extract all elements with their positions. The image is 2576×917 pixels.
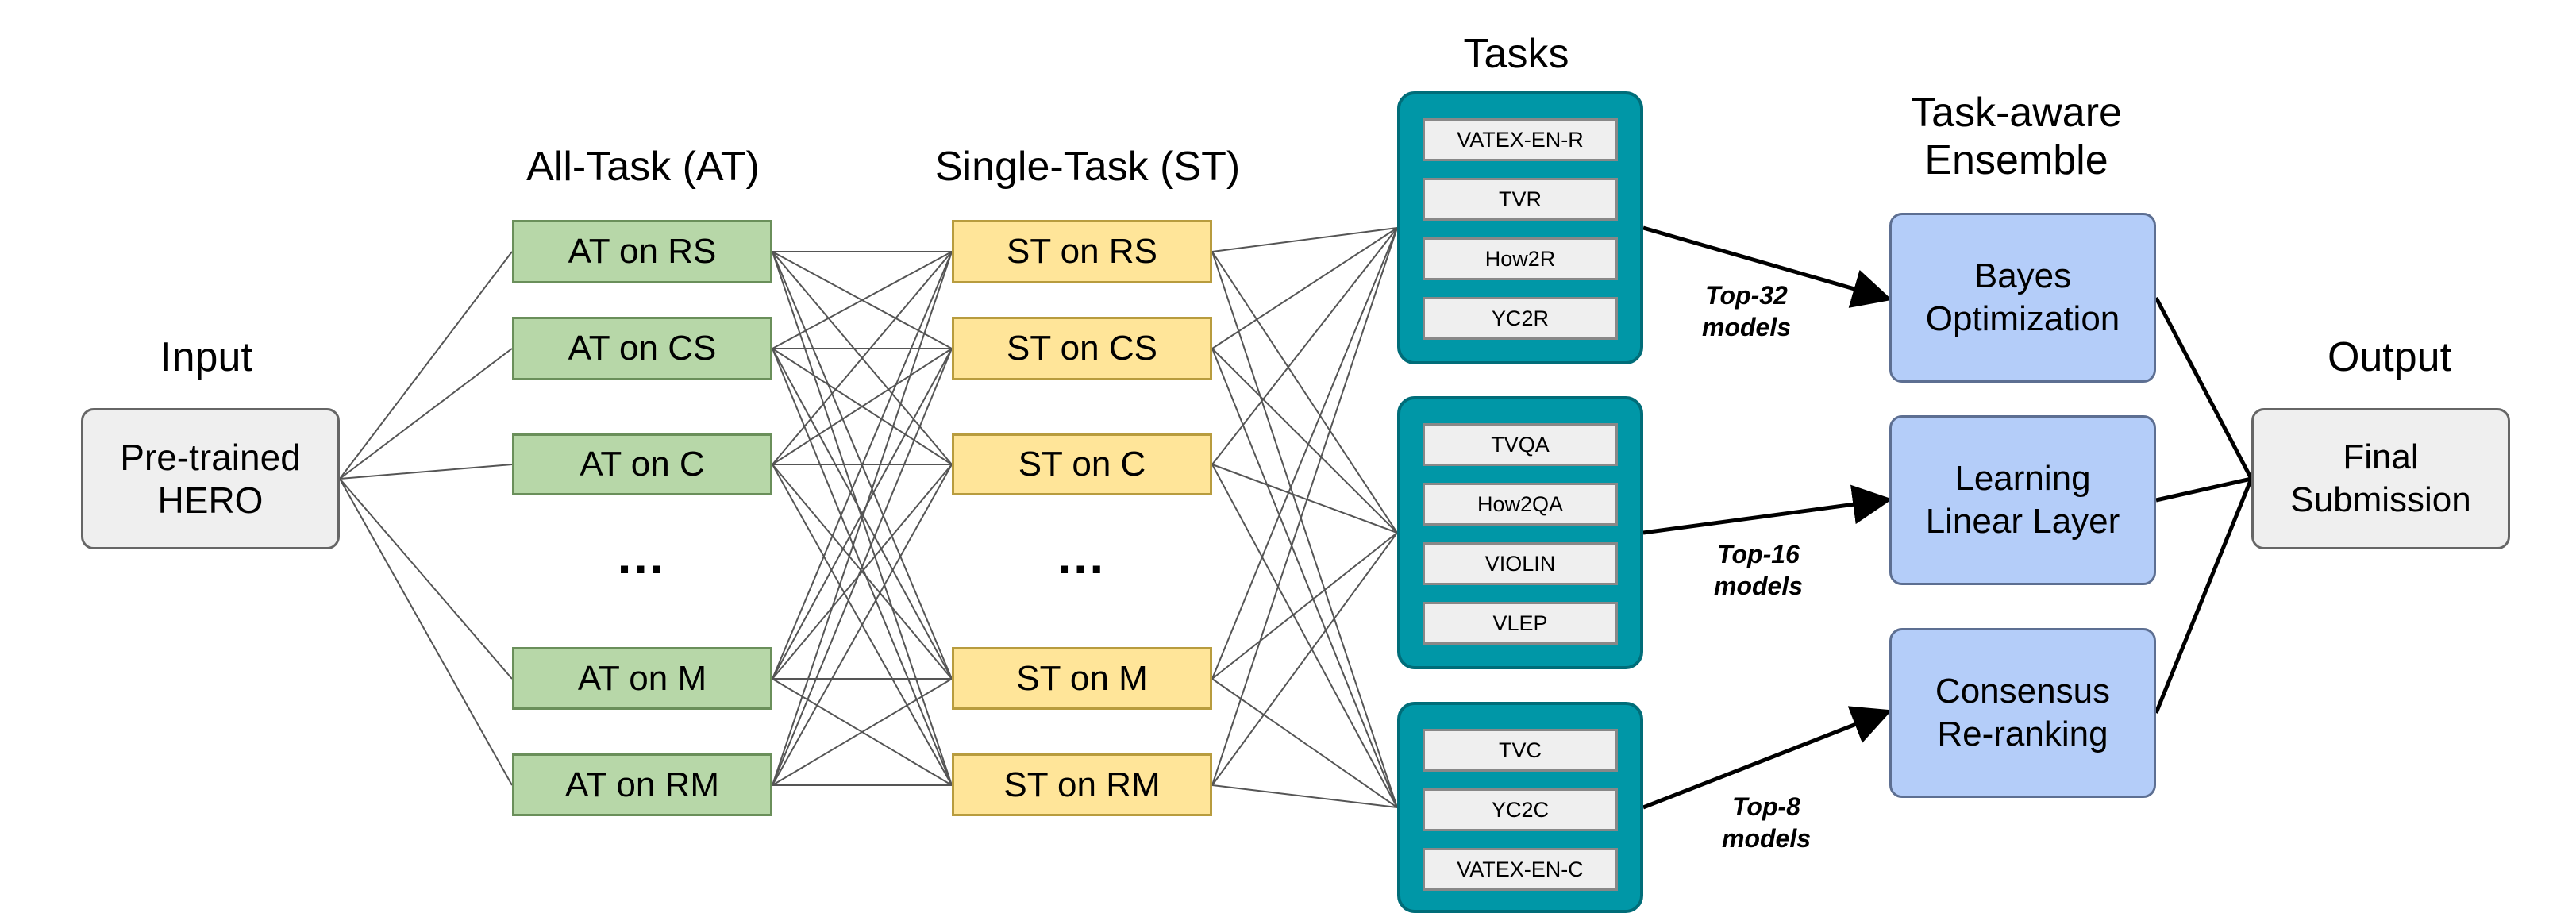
output-heading: Output xyxy=(2327,334,2452,380)
connector-at-to-st xyxy=(772,348,953,786)
ensemble-heading: Task-aware Ensemble xyxy=(1911,90,2122,183)
connector-st-to-task xyxy=(1211,251,1398,534)
connector-st-to-task xyxy=(1211,532,1398,680)
connector-st-to-task xyxy=(1211,464,1398,808)
task-item: TVR xyxy=(1423,178,1618,221)
task-item: VATEX-EN-R xyxy=(1423,118,1618,161)
input-heading: Input xyxy=(160,334,252,380)
task-item: TVQA xyxy=(1423,423,1618,466)
task-item: VATEX-EN-C xyxy=(1423,848,1618,891)
task-item: How2QA xyxy=(1423,483,1618,526)
model-connections xyxy=(339,227,1398,808)
st-node-c: ST on C xyxy=(952,433,1212,495)
connector-at-to-st xyxy=(772,464,953,680)
connector-input-to-at xyxy=(339,251,513,480)
st-node-rs: ST on RS xyxy=(952,220,1212,283)
connector-at-to-st xyxy=(772,251,953,349)
top-16-label: Top-16 models xyxy=(1713,540,1804,600)
all-task-heading: All-Task (AT) xyxy=(526,144,760,190)
connector-linear-to-output xyxy=(2155,476,2252,503)
task-item: VIOLIN xyxy=(1423,542,1618,585)
tasks-heading: Tasks xyxy=(1463,31,1569,77)
connector-st-to-task xyxy=(1211,227,1398,465)
connector-at-to-st xyxy=(772,348,953,680)
connector-st-to-task xyxy=(1211,784,1398,808)
connector-consensus-to-output xyxy=(2154,478,2254,714)
connector-st-to-task xyxy=(1211,532,1398,786)
ensemble-consensus-reranking: Consensus Re-ranking xyxy=(1889,628,2156,798)
connector-at-to-st xyxy=(772,251,953,786)
ensemble-learning-linear-layer: Learning Linear Layer xyxy=(1889,415,2156,585)
arrow-to-consensus xyxy=(1642,706,1893,810)
task-item: VLEP xyxy=(1423,602,1618,645)
connector-at-to-st xyxy=(772,464,953,786)
st-ellipsis: … xyxy=(1055,527,1109,584)
task-item: YC2R xyxy=(1423,297,1618,340)
connector-at-to-st xyxy=(772,251,953,680)
ensemble-connections xyxy=(1642,225,2254,810)
connector-st-to-task xyxy=(1211,678,1398,808)
at-node-c: AT on C xyxy=(512,433,772,495)
connector-bayes-to-output xyxy=(2154,296,2254,480)
connector-at-to-st xyxy=(772,348,953,465)
connector-st-to-task xyxy=(1211,227,1398,349)
output-final-submission: Final Submission xyxy=(2251,408,2510,549)
task-group-qa: TVQA How2QA VIOLIN VLEP xyxy=(1397,396,1643,669)
at-node-m: AT on M xyxy=(512,647,772,710)
connector-at-to-st xyxy=(772,678,953,786)
arrow-to-bayes xyxy=(1642,225,1893,308)
task-item: How2R xyxy=(1423,237,1618,280)
st-node-m: ST on M xyxy=(952,647,1212,710)
task-group-retrieval: VATEX-EN-R TVR How2R YC2R xyxy=(1397,91,1643,364)
connector-st-to-task xyxy=(1211,251,1398,808)
connector-at-to-st xyxy=(772,251,953,465)
st-node-cs: ST on CS xyxy=(952,317,1212,380)
st-node-rm: ST on RM xyxy=(952,753,1212,816)
connector-st-to-task xyxy=(1211,464,1398,534)
connector-input-to-at xyxy=(339,464,513,480)
single-task-heading: Single-Task (ST) xyxy=(934,144,1241,190)
top-32-label: Top-32 models xyxy=(1701,281,1792,341)
at-node-rs: AT on RS xyxy=(512,220,772,283)
connector-st-to-task xyxy=(1211,227,1398,786)
top-8-label: Top-8 models xyxy=(1721,792,1812,853)
ensemble-bayes-optimization: Bayes Optimization xyxy=(1889,213,2156,383)
task-item: YC2C xyxy=(1423,788,1618,831)
arrow-to-linear-layer xyxy=(1642,484,1893,535)
connector-st-to-task xyxy=(1211,227,1398,680)
at-node-rm: AT on RM xyxy=(512,753,772,816)
connector-st-to-task xyxy=(1211,348,1398,534)
task-item: TVC xyxy=(1423,729,1618,772)
connector-input-to-at xyxy=(339,478,513,680)
task-group-captioning: TVC YC2C VATEX-EN-C xyxy=(1397,702,1643,913)
connector-input-to-at xyxy=(339,478,513,786)
at-ellipsis: … xyxy=(615,527,669,584)
input-pretrained-hero: Pre-trained HERO xyxy=(81,408,340,549)
connector-st-to-task xyxy=(1211,227,1398,252)
connector-st-to-task xyxy=(1211,348,1398,808)
at-node-cs: AT on CS xyxy=(512,317,772,380)
connector-input-to-at xyxy=(339,348,513,480)
